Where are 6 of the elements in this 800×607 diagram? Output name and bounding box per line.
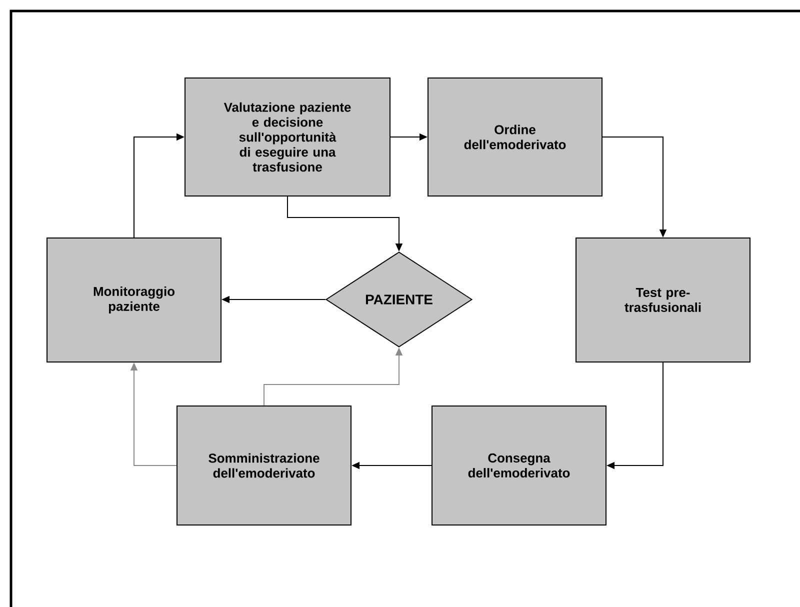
process-box: Consegna dell'emoderivato xyxy=(432,406,606,526)
process-box: Ordine dell'emoderivato xyxy=(428,78,602,196)
process-box: Monitoraggio paziente xyxy=(46,238,222,362)
process-box: Somministrazione dell'emoderivato xyxy=(176,406,352,526)
process-box: Test pre-trasfusionali xyxy=(576,238,750,362)
process-box: Valutazione paziente e decisione sull'opportunità di eseguire una trasfusione xyxy=(184,78,390,196)
